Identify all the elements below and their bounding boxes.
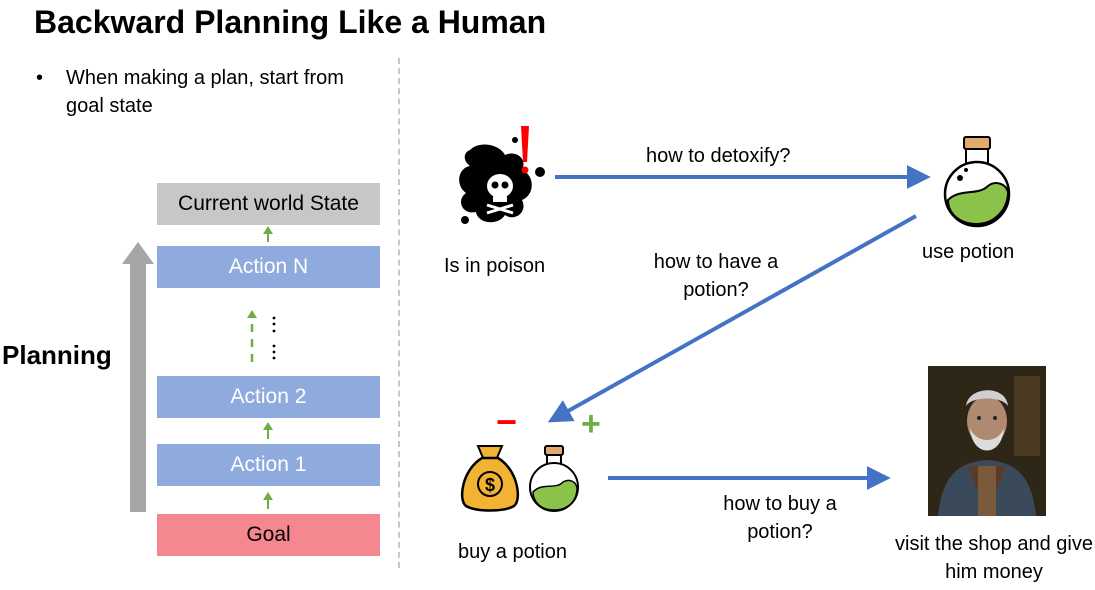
exclamation-icon <box>521 126 529 174</box>
edge-label-have-potion: how to have a potion? <box>653 251 779 301</box>
node-label-buy-potion: buy a potion <box>458 541 567 563</box>
step-arrow-dashed <box>247 310 257 362</box>
svg-text:$: $ <box>485 475 495 495</box>
minus-sign: − <box>496 401 518 442</box>
node-label-poison: Is in poison <box>444 255 546 277</box>
planning-direction-arrow <box>122 242 154 512</box>
flow-arrow-have-potion <box>547 214 917 423</box>
money-bag-icon: $ <box>461 445 519 512</box>
edge-label-buy-potion: how to buy a potion? <box>723 493 837 543</box>
edge-label-detoxify: how to detoxify? <box>646 145 791 167</box>
page-title: Backward Planning Like a Human <box>34 4 547 40</box>
node-label-visit-shop: visit the shop and give him money <box>895 533 1093 583</box>
step-arrow <box>263 492 273 509</box>
potion-bottle-icon <box>943 136 1011 228</box>
plus-sign: + <box>581 405 601 443</box>
potion-bottle-icon <box>529 445 579 512</box>
section-divider <box>398 58 400 568</box>
bullet-marker: • <box>36 67 44 89</box>
action-n-box: Action N <box>157 246 380 288</box>
poison-skull-icon <box>459 137 545 224</box>
planning-label: Planning <box>2 340 112 370</box>
action-1-box: Action 1 <box>157 444 380 486</box>
step-arrow <box>263 226 273 242</box>
node-label-use-potion: use potion <box>922 241 1015 263</box>
bullet-text: When making a plan, start from goal stat… <box>66 67 344 117</box>
shopkeeper-figure <box>928 366 1046 516</box>
shopkeeper-portrait <box>928 366 1046 516</box>
ellipsis-dots <box>272 316 276 360</box>
current-world-state-box: Current world State <box>157 183 380 225</box>
action-2-box: Action 2 <box>157 376 380 418</box>
goal-box: Goal <box>157 514 380 556</box>
step-arrow <box>263 422 273 439</box>
